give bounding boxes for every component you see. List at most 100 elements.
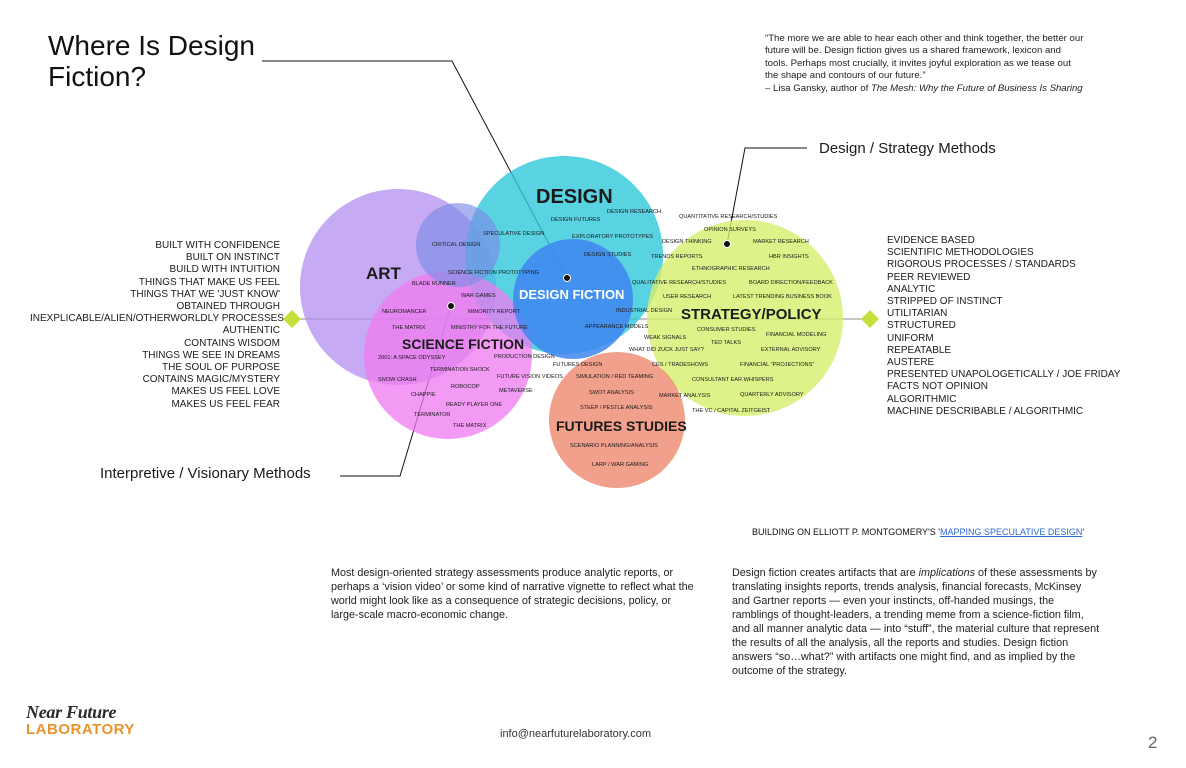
logo-line-1: Near Future: [26, 702, 117, 722]
right-list-item: STRUCTURED: [887, 320, 956, 332]
left-list-item: CONTAINS MAGIC/MYSTERY: [142, 374, 280, 386]
label-blade-runner: BLADE RUNNER: [412, 281, 456, 287]
right-list-item: EVIDENCE BASED: [887, 235, 975, 246]
label-snow-crash: SNOW CRASH: [378, 377, 417, 383]
near-future-laboratory-logo: Near Future LABORATORY: [26, 702, 135, 738]
left-list-item: BUILT WITH CONFIDENCE: [155, 240, 280, 251]
label-vc-zeitgeist: THE VC / CAPITAL ZEITGEIST: [692, 408, 771, 414]
mapping-speculative-design-link[interactable]: MAPPING SPECULATIVE DESIGN: [939, 527, 1083, 537]
label-ted-talks: TED TALKS: [711, 340, 741, 346]
label-user-research: USER RESEARCH: [663, 294, 711, 300]
right-list-item: PEER REVIEWED: [887, 271, 971, 283]
contact-email[interactable]: info@nearfuturelaboratory.com: [500, 728, 651, 740]
label-war-games: WAR GAMES: [461, 293, 496, 299]
label-production-design: PRODUCTION DESIGN: [494, 354, 555, 360]
left-list-item: BUILT ON INSTINCT: [185, 252, 280, 264]
label-design-thinking: DESIGN THINKING: [662, 239, 712, 245]
paragraph-analytic-reports: Most design-oriented strategy assessment…: [331, 567, 694, 621]
label-qual-research: QUALITATIVE RESEARCH/STUDIES: [632, 280, 726, 286]
right-list-item: ALGORITHMIC: [887, 393, 957, 405]
left-axis-diamond: [283, 310, 301, 328]
label-minority-report: MINORITY REPORT: [468, 309, 521, 315]
design-fiction-dot: [563, 274, 571, 282]
quote-text: “The more we are able to hear each other…: [765, 33, 1084, 82]
left-list-item: THINGS THAT MAKE US FEEL: [138, 276, 280, 288]
label-external-advisory: EXTERNAL ADVISORY: [761, 347, 821, 353]
label-ready-player-one: READY PLAYER ONE: [446, 402, 502, 408]
left-list-item: THE SOUL OF PURPOSE: [162, 362, 280, 374]
design-fiction-label: DESIGN FICTION: [519, 287, 624, 302]
label-exploratory-prototypes: EXPLORATORY PROTOTYPES: [572, 234, 653, 240]
label-design-studies: DESIGN STUDIES: [584, 252, 632, 258]
label-hbr-insights: HBR INSIGHTS: [769, 254, 809, 260]
quote-book-title: The Mesh: Why the Future of Business Is …: [870, 82, 1083, 94]
label-design-research: DESIGN RESEARCH: [607, 209, 661, 215]
label-what-did-zuck: WHAT DID ZUCK JUST SAY?: [629, 347, 704, 353]
label-the-matrix-1: THE MATRIX: [392, 325, 426, 331]
left-list-item: BUILD WITH INTUITION: [169, 264, 280, 276]
label-scenario-planning: SCENARIO PLANNING/ANALYSIS: [570, 443, 658, 449]
paragraph2-after: of these assessments by translating insi…: [732, 567, 1100, 677]
right-list-item: UTILITARIAN: [887, 308, 948, 320]
label-sf-prototyping: SCIENCE FICTION PROTOTYPING: [448, 270, 539, 276]
montgomery-attribution: BUILDING ON ELLIOTT P. MONTGOMERY'S 'MAP…: [752, 527, 1084, 537]
label-design-futures: DESIGN FUTURES: [551, 217, 601, 223]
right-list-item: AUSTERE: [887, 357, 935, 369]
attribution-prefix: BUILDING ON ELLIOTT P. MONTGOMERY'S ': [752, 527, 940, 537]
label-ces-tradeshows: CES / TRADESHOWS: [652, 362, 708, 368]
label-critical-design: CRITICAL DESIGN: [432, 242, 480, 248]
left-list-item: INEXPLICABLE/ALIEN/OTHERWORLDLY PROCESSE…: [30, 313, 284, 325]
label-consultant-ear: CONSULTANT EAR WHISPERS: [692, 377, 774, 383]
right-list-item: SCIENTIFIC METHODOLOGIES: [887, 247, 1034, 259]
label-terminator: TERMINATOR: [414, 412, 450, 418]
label-financial-modeling: FINANCIAL MODELING: [766, 332, 826, 338]
label-market-analysis: MARKET ANALYSIS: [659, 393, 711, 399]
right-list-item: FACTS NOT OPINION: [887, 381, 988, 393]
label-the-matrix-2: THE MATRIX: [453, 423, 487, 429]
critical-design-circle: [416, 203, 500, 287]
strategy-policy-circle: [647, 220, 843, 416]
left-list-item: CONTAINS WISDOM: [184, 337, 280, 349]
science-fiction-circle: [364, 271, 532, 439]
design-label: DESIGN: [536, 186, 613, 208]
quote-block: “The more we are able to hear each other…: [765, 33, 1085, 95]
label-larp: LARP / WAR GAMING: [592, 462, 648, 468]
right-list-item: MACHINE DESCRIBABLE / ALGORITHMIC: [887, 405, 1084, 417]
right-list-item: PRESENTED UNAPOLOGETICALLY / JOE FRIDAY: [887, 369, 1121, 381]
left-attribute-list: BUILT WITH CONFIDENCE BUILT ON INSTINCT …: [30, 240, 284, 411]
right-list-item: STRIPPED OF INSTINCT: [887, 296, 1003, 308]
paragraph2-before: Design fiction creates artifacts that ar…: [732, 567, 919, 579]
page-number: 2: [1148, 733, 1158, 752]
right-axis-diamond: [861, 310, 879, 328]
paragraph-design-fiction-artifacts: Design fiction creates artifacts that ar…: [732, 566, 1102, 678]
left-list-item: OBTAINED THROUGH: [176, 301, 280, 313]
label-steep: STEEP / PESTLE ANALYSIS: [580, 405, 653, 411]
logo-line-2: LABORATORY: [26, 721, 135, 738]
quote-attribution: – Lisa Gansky, author of The Mesh: Why t…: [765, 83, 1085, 95]
label-future-vision-videos: FUTURE VISION VIDEOS: [497, 374, 563, 380]
left-list-item: MAKES US FEEL LOVE: [171, 386, 280, 398]
right-list-item: RIGOROUS PROCESSES / STANDARDS: [887, 259, 1076, 271]
label-ministry: MINISTRY FOR THE FUTURE: [451, 325, 528, 331]
right-list-item: ANALYTIC: [887, 283, 936, 295]
label-metaverse: METAVERSE: [499, 388, 533, 394]
science-fiction-label: SCIENCE FICTION: [402, 336, 524, 352]
label-space-odyssey: 2001: A SPACE ODYSSEY: [378, 355, 446, 361]
left-list-item: AUTHENTIC: [222, 325, 280, 337]
strategy-policy-label: STRATEGY/POLICY: [681, 306, 822, 323]
label-board-direction: BOARD DIRECTION/FEEDBACK: [749, 280, 833, 286]
label-speculative-design: SPECULATIVE DESIGN: [483, 231, 544, 237]
quote-attribution-prefix: – Lisa Gansky, author of: [765, 82, 871, 94]
label-futures-design: FUTURES DESIGN: [553, 362, 602, 368]
label-quarterly-advisory: QUARTERLY ADVISORY: [740, 392, 804, 398]
art-label: ART: [366, 264, 402, 283]
label-consumer-studies: CONSUMER STUDIES: [697, 327, 756, 333]
label-termination-shock: TERMINATION SHOCK: [430, 367, 490, 373]
futures-studies-label: FUTURES STUDIES: [556, 418, 687, 434]
design-strategy-methods-label: Design / Strategy Methods: [819, 140, 996, 157]
label-industrial-design: INDUSTRIAL DESIGN: [616, 308, 672, 314]
paragraph2-emphasis: implications: [918, 567, 976, 579]
page-title: Where Is Design Fiction?: [48, 30, 255, 92]
right-list-item: UNIFORM: [887, 332, 934, 344]
